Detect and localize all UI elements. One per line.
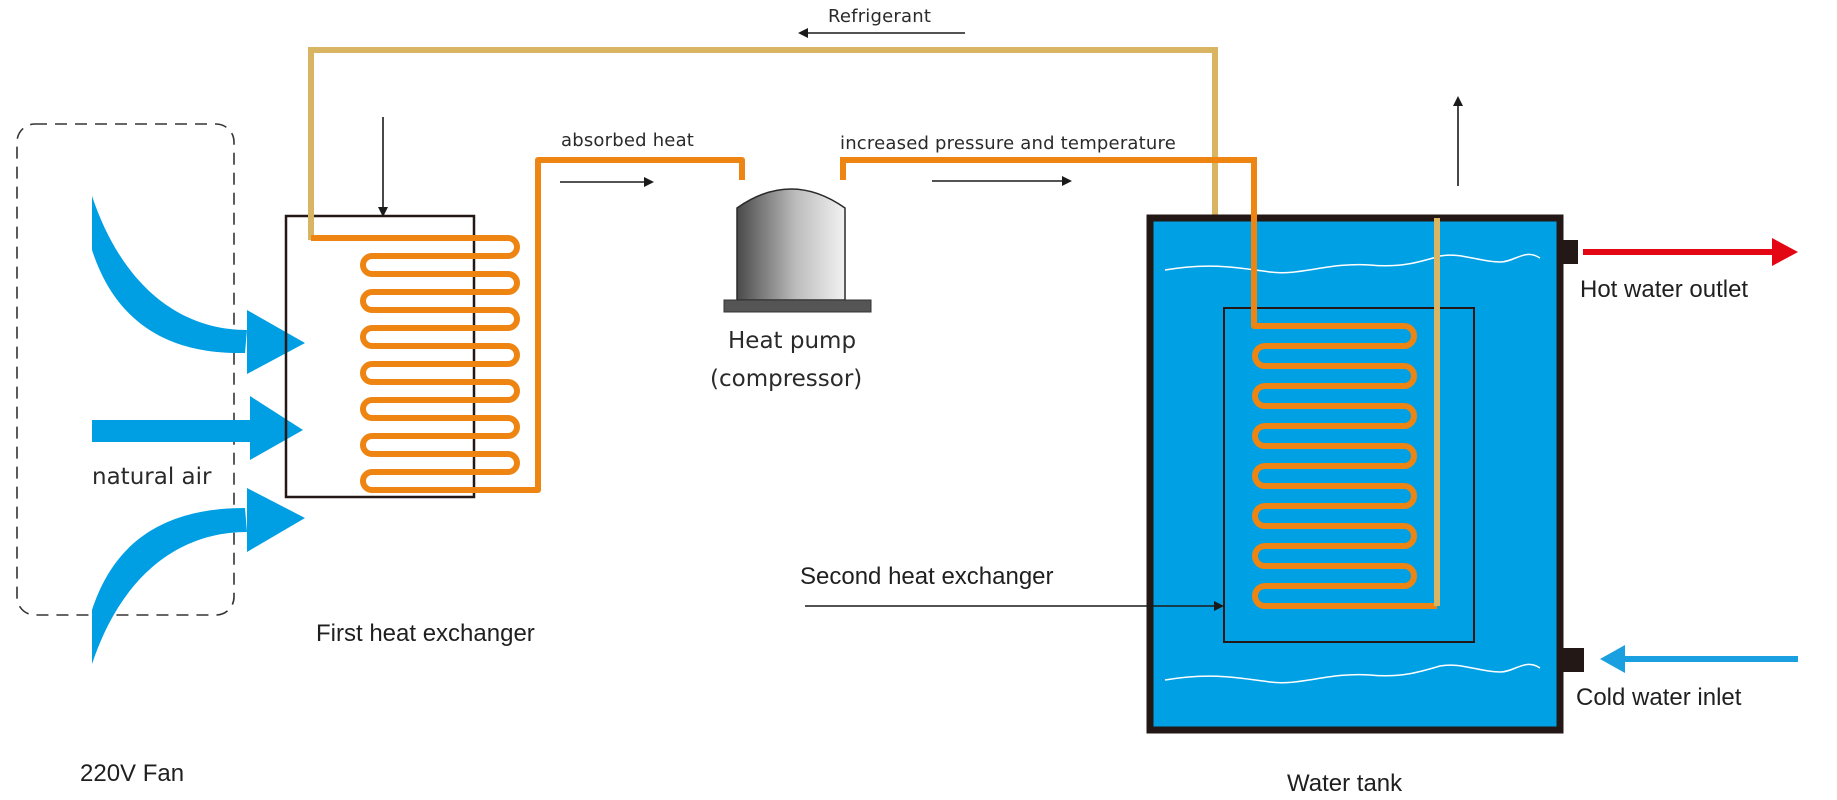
- first-hx-coil: [311, 157, 745, 493]
- water-tank-label: Water tank: [1287, 770, 1403, 797]
- cold-water-inlet-label: Cold water inlet: [1576, 684, 1742, 711]
- curved-up-arrow-icon: [92, 508, 247, 664]
- curved-up-arrow-head: [247, 488, 305, 552]
- compressor-label: (compressor): [710, 366, 863, 392]
- fan-label: 220V Fan: [80, 760, 185, 787]
- natural-air-label: natural air: [92, 464, 212, 490]
- second-heat-exchanger-label: Second heat exchanger: [800, 563, 1054, 590]
- air-arrows: [92, 196, 305, 664]
- water-wave-bottom: [1164, 663, 1541, 684]
- second-heat-exchanger-box: [1223, 307, 1475, 643]
- hot-water-outlet-label: Hot water outlet: [1580, 276, 1749, 303]
- compressor-icon: [723, 188, 872, 313]
- second-hx-coil: [1251, 160, 1437, 609]
- cold-water-arrow-icon: [1600, 645, 1798, 673]
- heat-pump-label: Heat pump: [728, 328, 857, 354]
- refrigerant-label: Refrigerant: [828, 6, 932, 27]
- hot-outlet-nozzle: [1562, 240, 1578, 264]
- curved-down-arrow-icon: [92, 196, 247, 354]
- first-heat-exchanger-label: First heat exchanger: [316, 620, 535, 647]
- increased-pressure-label: increased pressure and temperature: [840, 133, 1177, 154]
- water-tank: [1146, 214, 1564, 734]
- straight-arrow-icon: [92, 396, 303, 460]
- fan-enclosure: [16, 123, 235, 616]
- curved-down-arrow-head: [247, 310, 305, 374]
- water-wave-top: [1164, 253, 1541, 274]
- hot-water-arrow-icon: [1583, 238, 1798, 266]
- absorbed-heat-label: absorbed heat: [561, 130, 695, 151]
- cold-inlet-nozzle: [1562, 648, 1584, 672]
